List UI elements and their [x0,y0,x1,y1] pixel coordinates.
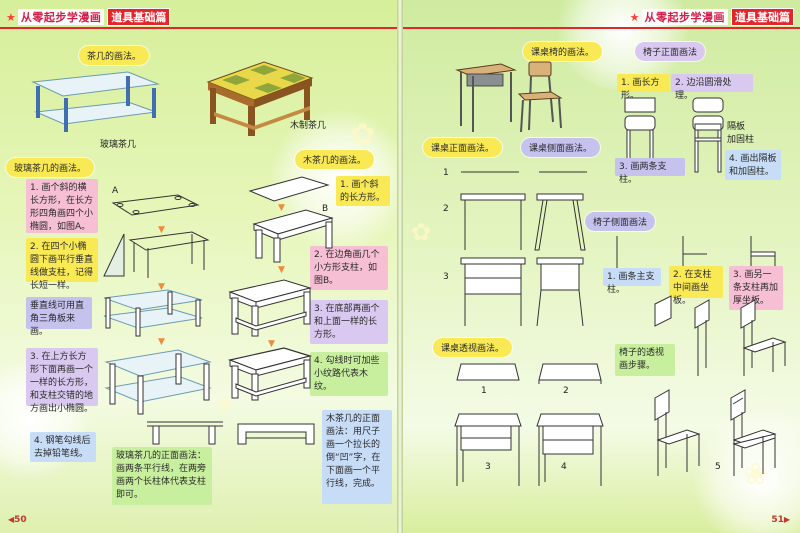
glass-step-2-note: 2. 在四个小椭圆下画平行垂直线做支柱，记得长短一样。 [26,238,98,291]
step-number: 2 [443,204,449,214]
chapter-title: 道具基础篇 [107,8,171,26]
book-gutter [397,0,403,533]
chair-front-step-2-note: 2. 边沿圆滑处理。 [671,74,753,101]
desk-perspective-steps-1-2-drawing [456,363,602,384]
star-icon: ★ [629,10,640,24]
chair-side-steps-drawing [616,236,776,268]
wood-step-4-note: 4. 勾线时可加些小纹路代表木纹。 [310,352,388,396]
glass-front-note: 玻璃茶几的正面画法：画两条平行线，在两旁画两个长柱体代表支柱即可。 [112,447,212,505]
desk-side-bubble: 课桌侧面画法。 [521,138,601,157]
wood-step-3-note: 3. 在底部再画个和上面一样的长方形。 [310,300,388,344]
desk-chair-title: 课桌椅的画法。 [523,42,603,61]
chair-front-step-1-note: 1. 画长方形。 [617,74,669,101]
down-arrow-icon: ▼ [158,225,165,235]
glass-step-4-note: 4. 钢笔勾线后去掉铅笔线。 [30,432,96,462]
step-number: 3 [485,462,491,472]
down-arrow-icon: ▼ [268,339,275,349]
right-page: ✿ ❀ ★ 从零起步学漫画 道具基础篇 课桌椅的画法。 椅子正面画法 1. 画长… [403,0,800,533]
chair-side-step-1-note: 1. 画条主支柱。 [603,268,661,295]
step-number: 1 [481,386,487,396]
down-arrow-icon: ▼ [278,203,285,213]
desk-step-2-drawing [460,193,586,251]
desk-chair-illustration [455,61,563,133]
page-number-left: ◀50 [8,515,27,525]
triangle-left-icon: ◀ [8,515,15,524]
glass-step-1-note: 1. 画个斜的横长方形，在长方形四角画四个小椭圆，如图A。 [26,179,98,233]
wood-step-3-drawing [228,279,312,337]
step-number: 4 [561,462,567,472]
header-rule [0,27,397,29]
chair-perspective-upper-drawing [654,295,787,376]
down-arrow-icon: ▼ [158,282,165,292]
glass-step-1-drawing [111,194,200,216]
wood-method-bubble: 木茶几的画法。 [295,150,375,169]
left-page: ✿ ❀ ★ 从零起步学漫画 道具基础篇 茶几的画法。 玻璃茶几 [0,0,397,533]
chair-front-steps-1-2-drawing [624,97,724,113]
glass-step-2-drawing [103,231,210,278]
section-title-coffee-table: 茶几的画法。 [79,46,150,65]
chapter-title: 道具基础篇 [731,8,794,26]
wood-front-note: 木茶几的正面画法：用尺子画一个拉长的倒“凹”字，在下面画一个平行线，完成。 [322,410,392,504]
flower-icon: ✿ [350,117,376,152]
figure-label-b: B [322,204,329,214]
glass-tip-note: 垂直线可用直角三角板来画。 [26,297,92,337]
step-number: 1 [443,168,449,178]
figure-label-a: A [112,186,119,196]
wood-step-2-drawing [252,209,334,263]
chair-part-brace: 加固柱 [727,135,755,145]
flower-icon: ❀ [743,457,769,492]
glass-step-3-drawing [103,289,203,337]
header-rule [403,27,800,29]
star-icon: ★ [6,10,16,24]
wood-step-1-note: 1. 画个斜的长方形。 [336,176,390,206]
page-header: ★ 从零起步学漫画 道具基础篇 [6,8,171,26]
chair-front-title: 椅子正面画法 [635,42,706,61]
page-header: ★ 从零起步学漫画 道具基础篇 [629,8,794,26]
series-title: 从零起步学漫画 [17,9,105,25]
down-arrow-icon: ▼ [278,265,285,275]
glass-front-drawing [147,421,223,445]
wood-step-1-drawing [248,176,330,202]
flower-icon: ❀ [215,393,234,418]
chair-front-step-4-note: 4. 画出隔板和加固柱。 [725,150,781,180]
step-number: 5 [715,462,721,472]
desk-front-bubble: 课桌正面画法。 [423,138,503,157]
wood-step-2-note: 2. 在边角画几个小方形支柱，如图B。 [310,246,388,290]
desk-perspective-steps-3-4-drawing [454,413,604,486]
wood-front-drawing [237,423,315,445]
down-arrow-icon: ▼ [158,337,165,347]
wood-table-illustration [206,61,314,136]
flower-icon: ✿ [411,218,432,246]
chair-side-step-3-note: 3. 画另一条支柱再加厚坐板。 [729,266,783,310]
step-number: 3 [443,272,449,282]
chair-perspective-note: 椅子的透视画步骤。 [615,344,675,376]
chair-side-step-2-note: 2. 在支柱中间画坐板。 [669,266,723,306]
triangle-right-icon: ▶ [783,515,790,524]
chair-part-partition: 隔板 [727,122,746,132]
glass-table-illustration [31,71,160,132]
step-number: 2 [563,386,569,396]
chair-front-step-3-note: 3. 画两条支柱。 [615,158,685,185]
desk-step-3-drawing [460,257,584,327]
series-title: 从零起步学漫画 [641,9,728,25]
page-number-right: 51▶ [771,515,790,525]
desk-step-1-drawing [461,171,587,173]
glass-step-3-note: 3. 在上方长方形下面再画一个一样的长方形，和支柱交错的地方画出小椭圆。 [26,348,98,414]
glass-step-4-drawing [104,349,212,415]
glass-method-bubble: 玻璃茶几的画法。 [6,158,95,177]
chair-perspective-lower-drawing [654,389,777,476]
wood-step-4-drawing [227,347,313,401]
desk-perspective-bubble: 课桌透视画法。 [433,338,513,357]
chair-side-title: 椅子侧面画法 [585,212,656,231]
wood-table-label: 木制茶几 [290,121,327,131]
chair-front-steps-3-4-drawing [624,115,724,173]
glass-table-label: 玻璃茶几 [100,140,137,150]
